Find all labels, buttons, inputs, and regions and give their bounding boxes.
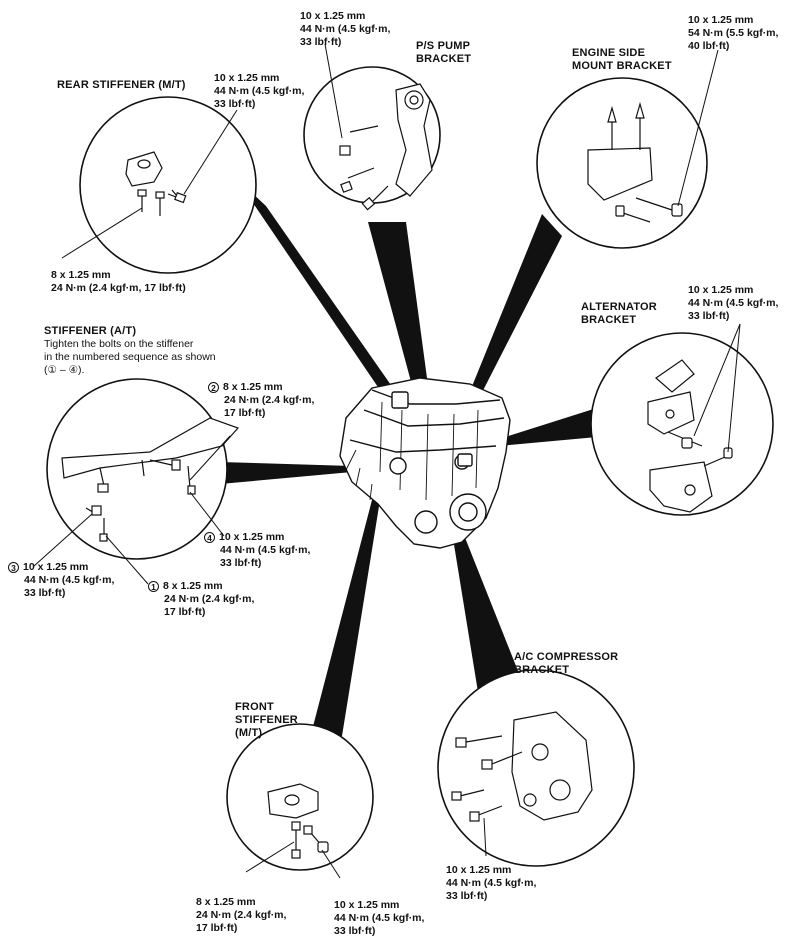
stiffener-at-part bbox=[61, 417, 240, 542]
leader-lines bbox=[33, 43, 741, 879]
ac-compressor-bolt-spec: 10 x 1.25 mm 44 N·m (4.5 kgf·m, 33 lbf·f… bbox=[446, 864, 537, 902]
front-stiffener-part bbox=[267, 783, 329, 859]
wedge-ac-compressor bbox=[450, 520, 520, 692]
engine-side-mount-bolt-spec: 10 x 1.25 mm 54 N·m (5.5 kgf·m, 40 lbf·f… bbox=[688, 14, 779, 52]
front-stiffener-bolt-a-spec: 8 x 1.25 mm 24 N·m (2.4 kgf·m, 17 lbf·ft… bbox=[196, 896, 287, 934]
wedge-stiffener-at bbox=[220, 462, 352, 484]
callout-wedges bbox=[220, 178, 608, 738]
ac-compressor-bracket-title: A/C COMPRESSOR BRACKET bbox=[514, 651, 619, 676]
rear-stiffener-part bbox=[125, 151, 187, 216]
ps-pump-bracket-part bbox=[339, 83, 433, 211]
alternator-bracket-title: ALTERNATOR BRACKET bbox=[581, 301, 657, 326]
stiffener-at-title: STIFFENER (A/T) bbox=[44, 325, 137, 337]
wedge-rear-stiffener bbox=[236, 178, 393, 393]
rear-stiffener-bolt-a-spec: 10 x 1.25 mm 44 N·m (4.5 kgf·m, 33 lbf·f… bbox=[214, 72, 305, 110]
ps-pump-bolt-spec: 10 x 1.25 mm 44 N·m (4.5 kgf·m, 33 lbf·f… bbox=[300, 10, 391, 48]
stiffener-at-note: Tighten the bolts on the stiffener in th… bbox=[44, 338, 216, 376]
circle-rear-stiffener bbox=[79, 96, 257, 274]
alternator-bracket-part bbox=[647, 359, 733, 513]
rear-stiffener-title: REAR STIFFENER (M/T) bbox=[57, 79, 186, 91]
alternator-bolt-spec: 10 x 1.25 mm 44 N·m (4.5 kgf·m, 33 lbf·f… bbox=[688, 284, 779, 322]
sequence-number-badge: 4 bbox=[204, 531, 215, 543]
front-stiffener-bolt-b-spec: 10 x 1.25 mm 44 N·m (4.5 kgf·m, 33 lbf·f… bbox=[334, 899, 425, 937]
engine-side-mount-bracket-title: ENGINE SIDE MOUNT BRACKET bbox=[572, 47, 672, 72]
sequence-number-badge: 1 bbox=[148, 580, 159, 592]
engine-side-mount-part bbox=[587, 101, 683, 223]
rear-stiffener-bolt-b-spec: 8 x 1.25 mm 24 N·m (2.4 kgf·m, 17 lbf·ft… bbox=[51, 269, 186, 294]
engine-assembly bbox=[339, 377, 511, 549]
sequence-number-badge: 2 bbox=[208, 381, 219, 393]
wedge-front-stiffener bbox=[310, 500, 380, 738]
wedge-alternator bbox=[496, 406, 608, 446]
ac-compressor-bracket-part bbox=[451, 711, 593, 822]
ps-pump-bracket-title: P/S PUMP BRACKET bbox=[416, 40, 472, 65]
part-sketches bbox=[61, 83, 733, 859]
wedge-engine-side-mount bbox=[464, 214, 562, 412]
sequence-number-badge: 3 bbox=[8, 561, 19, 573]
front-stiffener-title: FRONT STIFFENER (M/T) bbox=[235, 701, 298, 739]
